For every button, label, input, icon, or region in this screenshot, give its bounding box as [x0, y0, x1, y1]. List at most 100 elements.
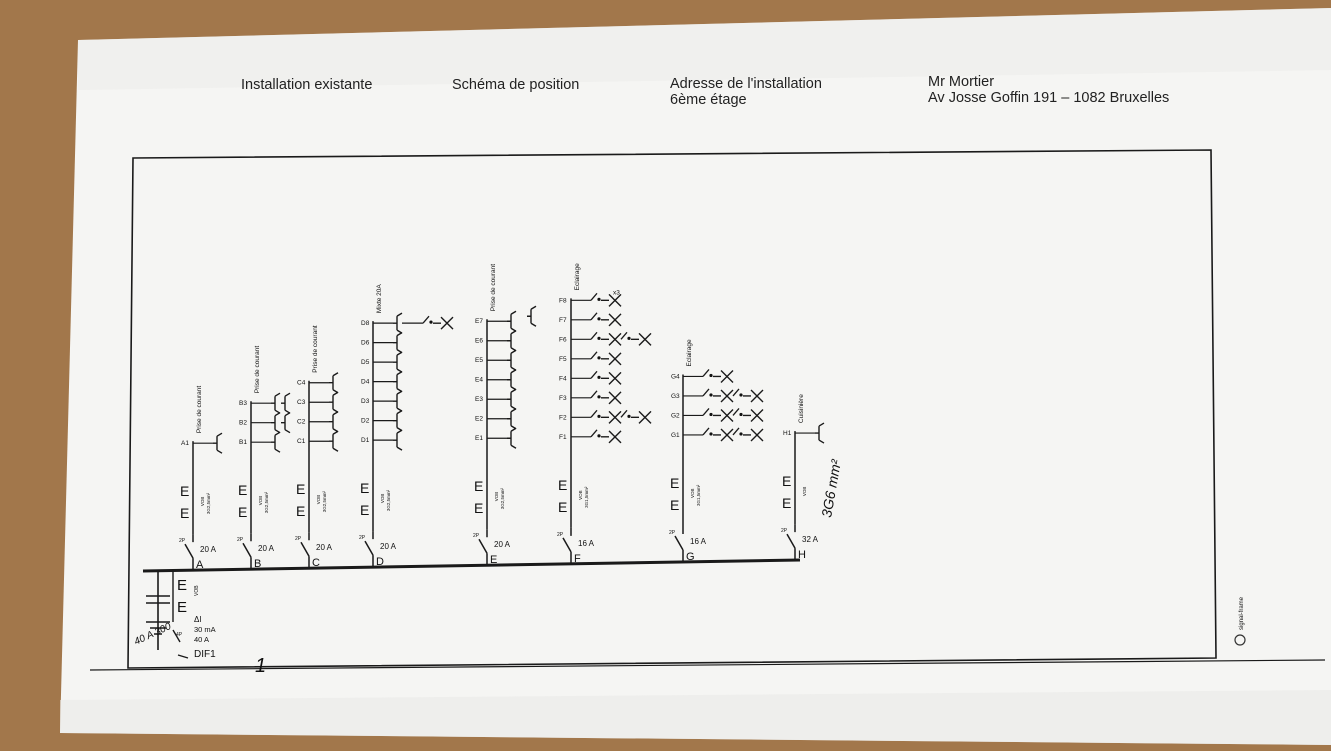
point-label-f8: F8: [559, 297, 567, 304]
stamp-text: signal-frame: [1239, 596, 1245, 630]
earth-symbol: E: [558, 499, 567, 515]
socket-icon: [507, 369, 517, 391]
point-label-f2: F2: [559, 414, 567, 421]
earth-symbol: E: [180, 483, 189, 499]
point-label-e3: E3: [475, 396, 483, 403]
earth-symbol: E: [180, 505, 189, 521]
breaker-poles: 2P: [237, 537, 244, 543]
point-label-e2: E2: [475, 416, 483, 423]
circuit-title: Prise de courant: [196, 386, 203, 434]
earth-symbol: E: [670, 475, 679, 491]
header-floor: 6ème étage: [670, 92, 747, 108]
socket-icon: [271, 431, 281, 453]
point-label-e7: E7: [475, 318, 483, 325]
cable-section: 3G2,5mm²: [322, 490, 327, 512]
cable-section: 3G2,5mm²: [386, 489, 391, 511]
cable-section: 3G1,5mm²: [696, 484, 701, 506]
breaker-poles: 2P: [295, 536, 302, 542]
socket-icon: [393, 351, 403, 373]
drawing-frame: [89, 149, 1326, 671]
point-label-f7: F7: [559, 317, 567, 324]
point-label-d2: D2: [361, 418, 370, 425]
circuit-title: Mixte 20A: [376, 284, 383, 314]
light-point-icon: [590, 429, 622, 444]
light-point-icon: [590, 409, 622, 424]
breaker-poles: 2P: [179, 538, 186, 544]
light-point-icon: [702, 388, 734, 403]
point-label-d1: D1: [361, 437, 370, 444]
header-status: Installation existante: [241, 77, 373, 93]
breaker-poles: 2P: [557, 532, 564, 538]
light-point-icon: [702, 369, 734, 383]
main-feed-symbol-2: E: [177, 599, 187, 616]
main-feed-cable: VOB: [194, 585, 200, 596]
socket-icon: [507, 408, 517, 430]
socket-icon: [393, 410, 403, 432]
socket-icon: [527, 305, 537, 327]
breaker-rating: 16 A: [578, 539, 595, 548]
breaker-poles: 2P: [473, 533, 480, 539]
earth-symbol: E: [296, 481, 305, 497]
circuit-title: Prise de courant: [490, 264, 497, 312]
point-label-d5: D5: [361, 359, 370, 366]
point-label-g4: G4: [671, 373, 680, 380]
socket-icon: [329, 391, 339, 413]
socket-icon: [271, 412, 281, 434]
light-point-icon: [590, 390, 622, 405]
cable-section: 3G2,5mm²: [206, 492, 211, 514]
socket-icon: [507, 427, 517, 449]
cable-type: VOB: [316, 495, 321, 505]
cable-type: VOB: [690, 488, 695, 498]
header-floor-word: étage: [706, 92, 747, 108]
light-point-icon: [590, 351, 622, 366]
main-feed-symbol: E: [177, 577, 187, 594]
socket-icon: [281, 392, 291, 414]
circuit-letter: E: [490, 554, 497, 566]
earth-symbol: E: [558, 477, 567, 493]
light-point-icon: [422, 315, 454, 330]
handwritten-cable-section: 3G6 mm²: [818, 457, 844, 519]
light-point-icon: [590, 331, 622, 346]
cable-type: VOB: [578, 490, 583, 500]
breaker-poles: 2P: [781, 528, 788, 534]
cable-section: 3G2,5mm²: [500, 487, 505, 509]
socket-icon: [393, 312, 403, 334]
header-address-label: Adresse de l'installation: [670, 76, 822, 92]
circuit-letter: A: [196, 559, 204, 571]
socket-icon: [507, 330, 517, 352]
socket-icon: [393, 371, 403, 393]
earth-symbol: E: [238, 504, 247, 520]
point-label-b3: B3: [239, 400, 247, 407]
point-label-c1: C1: [297, 438, 306, 445]
light-point-icon: [620, 409, 652, 424]
earth-symbol: E: [360, 502, 369, 518]
circuit-title: Eclairage: [574, 263, 581, 290]
light-point-icon: [702, 408, 734, 422]
point-label-d4: D4: [361, 379, 370, 386]
breaker-rating: 20 A: [258, 544, 275, 553]
cable-type: VOB: [200, 497, 205, 507]
earth-symbol: E: [360, 480, 369, 496]
point-label-d6: D6: [361, 340, 370, 347]
socket-icon: [815, 422, 825, 444]
breaker-rating: 16 A: [690, 537, 707, 546]
point-label-g1: G1: [671, 432, 680, 439]
circuit-letter: D: [376, 556, 384, 568]
circuit-letter: C: [312, 557, 320, 569]
quantity-note: x3: [613, 289, 620, 296]
main-busbar: [142, 558, 801, 573]
breaker-rating: 20 A: [316, 543, 333, 552]
socket-icon: [507, 349, 517, 371]
point-label-g3: G3: [671, 393, 680, 400]
circuit-title: Prise de courant: [312, 325, 319, 373]
point-label-f6: F6: [559, 336, 567, 343]
light-point-icon: [590, 370, 622, 385]
point-label-c4: C4: [297, 380, 306, 387]
breaker-poles: 2P: [359, 535, 366, 541]
